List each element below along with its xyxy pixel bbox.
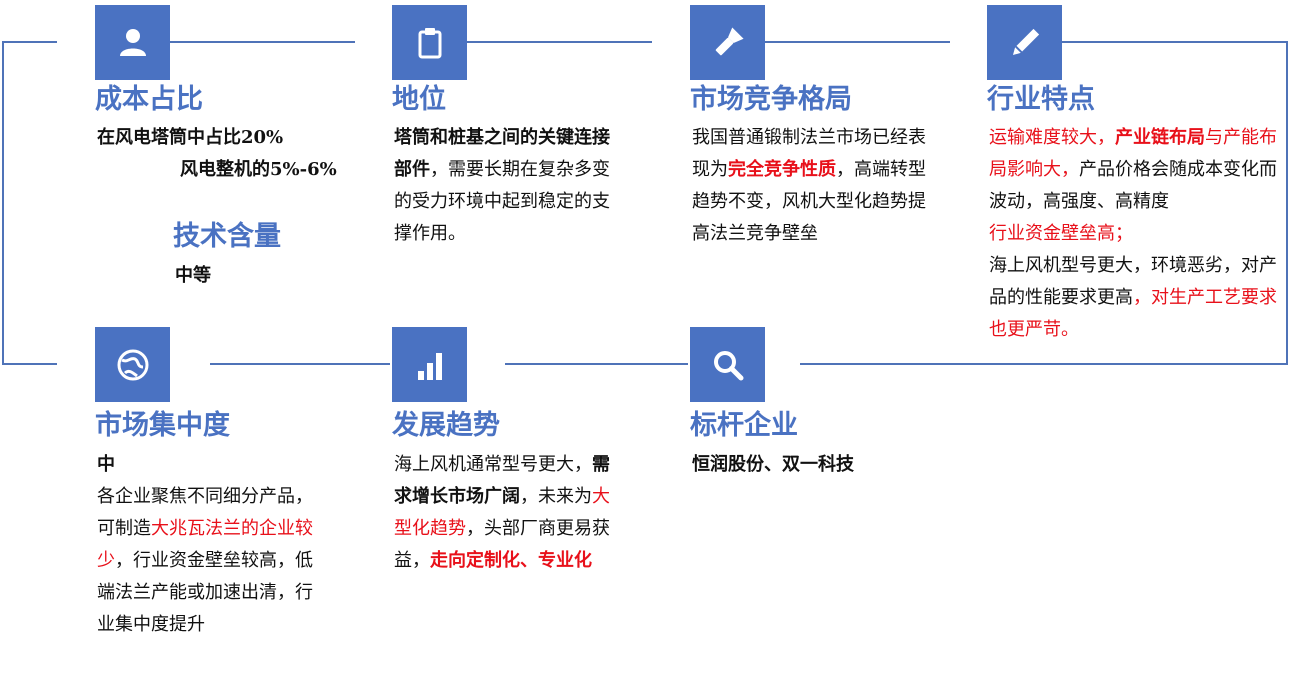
node-competition-rest: ，高端转型趋势不变，风机大型化趋势提高法兰竞争壁垒 xyxy=(692,159,926,244)
node-trend-s1: 海上风机通常型号更大， xyxy=(394,454,592,475)
node-concentration-value: 中 xyxy=(97,454,115,475)
node-tech-title: 技术含量 xyxy=(173,221,281,252)
node-cost-title: 成本占比 xyxy=(95,84,203,115)
connector-top-3 xyxy=(765,41,950,43)
clipboard-icon xyxy=(418,27,441,58)
connector-bottom-3 xyxy=(800,363,1288,365)
node-features-s7: ，对生产工艺要求也更严苛。 xyxy=(989,287,1277,340)
node-features-title: 行业特点 xyxy=(987,84,1095,115)
node-cost-line2: 风电整机的5%-6% xyxy=(180,159,337,180)
node-competition-title: 市场竞争格局 xyxy=(690,84,852,115)
node-trend-s5: ，头部厂商更易获益， xyxy=(394,518,610,571)
node-concentration-text: 各企业聚焦不同细分产品，可制造 xyxy=(97,486,313,539)
node-position-rest: ，需要长期在复杂多变的受力环境中起到稳定的支撑作用。 xyxy=(394,159,610,244)
node-position-title: 地位 xyxy=(392,84,446,115)
node-competition-icon-box xyxy=(690,5,765,80)
node-position-body: 塔筒和桩基之间的关键连接部件，需要长期在复杂多变的受力环境中起到稳定的支撑作用。 xyxy=(394,122,626,250)
connector-bottom-1 xyxy=(210,363,390,365)
connector-bottom-left-stub xyxy=(2,363,57,365)
pencil-icon xyxy=(1012,28,1039,55)
node-features-s6: 海上风机型号更大，环境恶劣，对产品的性能要求更高 xyxy=(989,255,1277,308)
node-position-bold: 塔筒和桩基之间的关键连接部件 xyxy=(394,127,610,180)
node-trend-s4: 大型化趋势 xyxy=(394,486,610,539)
node-features-s1: 运输难度较大， xyxy=(989,127,1115,148)
globe-icon xyxy=(117,349,148,380)
connector-top-4 xyxy=(1062,41,1288,43)
node-benchmark-title: 标杆企业 xyxy=(690,410,798,441)
node-features-s2: 产业链布局 xyxy=(1115,127,1205,148)
node-concentration-icon-box xyxy=(95,327,170,402)
flashlight-icon xyxy=(715,26,744,55)
connector-top-left-stub xyxy=(2,41,57,43)
node-features-s5: 行业资金壁垒高； xyxy=(989,223,1133,244)
node-competition-text: 我国普通锻制法兰市场已经表现为 xyxy=(692,127,926,180)
node-benchmark-icon-box xyxy=(690,327,765,402)
node-features-icon-box xyxy=(987,5,1062,80)
node-concentration-highlight: 大兆瓦法兰的企业较少 xyxy=(97,518,313,571)
node-trend-s3: ，未来为 xyxy=(520,486,592,507)
node-position-icon-box xyxy=(392,5,467,80)
connector-bottom-2 xyxy=(505,363,688,365)
node-concentration-rest: ，行业资金壁垒较高，低端法兰产能或加速出清，行业集中度提升 xyxy=(97,550,313,635)
node-competition-body: 我国普通锻制法兰市场已经表现为完全竞争性质，高端转型趋势不变，风机大型化趋势提高… xyxy=(692,122,932,250)
node-trend-s6: 走向定制化、专业化 xyxy=(430,550,592,571)
bar-chart-icon xyxy=(417,352,442,380)
user-icon xyxy=(119,28,146,56)
node-trend-title: 发展趋势 xyxy=(392,410,500,441)
node-cost-icon-box xyxy=(95,5,170,80)
node-concentration-body: 各企业聚焦不同细分产品，可制造大兆瓦法兰的企业较少，行业资金壁垒较高，低端法兰产… xyxy=(97,481,329,641)
node-features-s3: 与产能布局影响大， xyxy=(989,127,1277,180)
node-competition-highlight: 完全竞争性质 xyxy=(728,159,836,180)
node-tech-value: 中等 xyxy=(175,265,211,286)
connector-top-2 xyxy=(467,41,652,43)
node-trend-body: 海上风机通常型号更大，需求增长市场广阔，未来为大型化趋势，头部厂商更易获益，走向… xyxy=(394,449,626,577)
search-icon xyxy=(713,350,743,380)
node-features-s4: 产品价格会随成本变化而波动，高强度、高精度 xyxy=(989,159,1277,212)
connector-left-vertical xyxy=(2,41,4,365)
node-features-body: 运输难度较大，产业链布局与产能布局影响大，产品价格会随成本变化而波动，高强度、高… xyxy=(989,122,1294,346)
node-trend-s2: 需求增长市场广阔 xyxy=(394,454,610,507)
node-benchmark-value: 恒润股份、双一科技 xyxy=(692,454,854,475)
node-trend-icon-box xyxy=(392,327,467,402)
connector-right-vertical xyxy=(1286,41,1288,365)
node-concentration-title: 市场集中度 xyxy=(95,410,230,441)
connector-top-1 xyxy=(170,41,355,43)
node-cost-line1: 在风电塔筒中占比20% xyxy=(97,127,284,148)
